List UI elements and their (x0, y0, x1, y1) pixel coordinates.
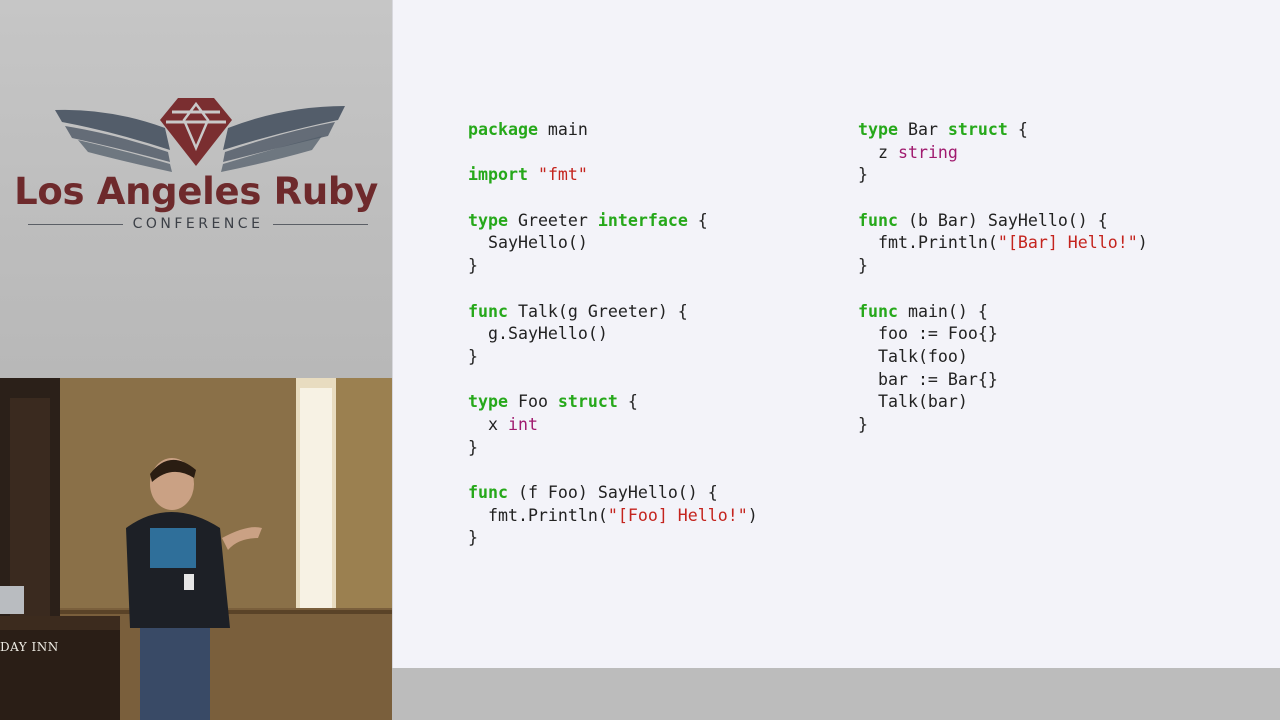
code-text: } (468, 528, 478, 548)
code-line: Talk(bar) (858, 391, 1148, 414)
code-line: } (468, 437, 758, 460)
code-text: foo := Foo{} (858, 324, 998, 344)
code-text: { (1007, 120, 1028, 139)
code-text (528, 165, 538, 184)
code-line (468, 369, 758, 392)
code-line: func Talk(g Greeter) { (468, 301, 758, 324)
code-text: Talk(g Greeter) { (507, 301, 688, 321)
code-line: foo := Foo{} (858, 323, 1148, 346)
code-text: } (858, 256, 868, 276)
code-keyword: type (468, 210, 508, 230)
code-text: Bar (897, 120, 948, 139)
code-keyword: type (858, 120, 898, 139)
code-keyword: func (858, 301, 898, 321)
presentation-slide (392, 0, 1280, 668)
code-line (468, 278, 758, 301)
code-text: } (468, 346, 478, 366)
code-block-left: package main import "fmt" type Greeter int… (468, 119, 758, 550)
code-line (468, 187, 758, 210)
ruby-emblem-icon (160, 98, 232, 166)
code-text: } (858, 165, 868, 185)
code-line: x int (468, 414, 758, 437)
code-line: } (858, 414, 1148, 437)
conference-branding: Los Angeles Ruby CONFERENCE (0, 0, 392, 378)
code-text: g.SayHello() (468, 324, 608, 344)
conference-subtitle-row: CONFERENCE (28, 214, 368, 234)
code-keyword: package (468, 120, 538, 139)
code-line: } (858, 255, 1148, 278)
code-line: func (b Bar) SayHello() { (858, 210, 1148, 233)
code-text: fmt.Println( (858, 233, 998, 253)
code-text: Foo (507, 392, 558, 412)
code-line: package main (468, 119, 758, 142)
code-line: SayHello() (468, 232, 758, 255)
code-line (468, 142, 758, 165)
code-line: } (468, 255, 758, 278)
conference-logo-icon (55, 98, 345, 172)
code-text: bar := Bar{} (858, 369, 998, 389)
code-line: fmt.Println("[Foo] Hello!") (468, 505, 758, 528)
code-line: } (858, 164, 1148, 187)
code-text: main() { (897, 301, 988, 321)
code-line: fmt.Println("[Bar] Hello!") (858, 232, 1148, 255)
code-keyword: struct (557, 392, 618, 412)
code-string: "[Bar] Hello!" (997, 233, 1138, 253)
conference-subtitle: CONFERENCE (132, 216, 264, 232)
code-text: Talk(foo) (858, 346, 968, 366)
code-line (468, 459, 758, 482)
code-text: main (537, 120, 588, 139)
code-keyword: interface (597, 210, 688, 230)
code-line: g.SayHello() (468, 323, 758, 346)
code-keyword: func (468, 483, 508, 502)
bottom-strip (392, 668, 1280, 720)
code-line: type Greeter interface { (468, 210, 758, 233)
code-text: z (858, 142, 898, 162)
code-keyword: type (468, 392, 508, 412)
code-text: (b Bar) SayHello() { (897, 210, 1108, 230)
code-line: } (468, 346, 758, 369)
code-text: Greeter (507, 210, 598, 230)
code-keyword: func (468, 301, 508, 321)
code-keyword: import (468, 165, 528, 185)
code-string: "fmt" (537, 165, 588, 185)
code-line (858, 278, 1148, 301)
code-text: } (468, 256, 478, 276)
podium-label: DAY INN (0, 640, 59, 654)
code-keyword: func (858, 210, 898, 230)
code-keyword: struct (947, 120, 1008, 139)
conference-title: Los Angeles Ruby (14, 170, 378, 213)
speaker-video-scene (0, 378, 392, 720)
code-text: fmt.Println( (468, 505, 608, 525)
code-text: Talk(bar) (858, 392, 968, 412)
subtitle-left-rule (28, 223, 123, 225)
code-text: ) (1137, 233, 1148, 253)
code-type: int (507, 414, 538, 434)
left-wing-icon (55, 109, 172, 172)
code-text: ) (747, 505, 758, 525)
code-text: { (617, 392, 638, 412)
code-line: z string (858, 142, 1148, 165)
right-wing-icon (221, 106, 345, 172)
code-line: type Bar struct { (858, 119, 1148, 142)
subtitle-right-rule (273, 223, 368, 225)
code-text: SayHello() (468, 233, 588, 253)
code-text: x (468, 414, 508, 434)
code-line: bar := Bar{} (858, 369, 1148, 392)
code-text: (f Foo) SayHello() { (507, 483, 718, 502)
code-line: import "fmt" (468, 164, 758, 187)
speaker-video: DAY INN (0, 378, 392, 720)
code-type: string (897, 142, 958, 162)
code-line (858, 187, 1148, 210)
code-line: func (f Foo) SayHello() { (468, 482, 758, 505)
code-text: { (687, 210, 708, 230)
code-line: type Foo struct { (468, 391, 758, 414)
code-text: } (468, 437, 478, 457)
code-line: Talk(foo) (858, 346, 1148, 369)
code-block-right: type Bar struct { z string} func (b Bar) … (858, 119, 1148, 437)
code-line: func main() { (858, 301, 1148, 324)
code-text: } (858, 414, 868, 434)
code-string: "[Foo] Hello!" (607, 505, 748, 525)
code-line: } (468, 527, 758, 550)
